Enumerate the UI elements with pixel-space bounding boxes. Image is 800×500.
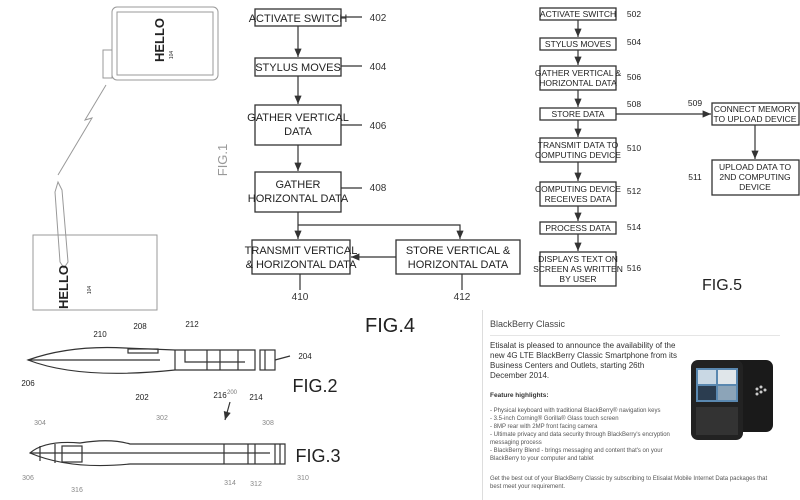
svg-text:514: 514 — [627, 222, 641, 232]
svg-text:214: 214 — [249, 393, 263, 402]
svg-text:410: 410 — [292, 292, 309, 303]
news-article: BlackBerry Classic Etisalat is pleased t… — [480, 310, 800, 500]
svg-text:TRANSMIT DATA TO: TRANSMIT DATA TO — [538, 140, 619, 150]
svg-text:2ND COMPUTING: 2ND COMPUTING — [719, 172, 790, 182]
divider — [490, 335, 780, 336]
features-heading: Feature highlights: — [490, 392, 549, 399]
svg-text:HORIZONTAL DATA: HORIZONTAL DATA — [539, 78, 617, 88]
svg-text:BY USER: BY USER — [559, 274, 596, 284]
svg-text:304: 304 — [34, 420, 46, 427]
svg-text:206: 206 — [21, 379, 35, 388]
svg-text:HORIZONTAL DATA: HORIZONTAL DATA — [248, 193, 349, 205]
svg-text:210: 210 — [93, 330, 107, 339]
svg-text:508: 508 — [627, 99, 641, 109]
svg-text:509: 509 — [688, 98, 702, 108]
svg-text:COMPUTING DEVICE: COMPUTING DEVICE — [535, 150, 621, 160]
fig2: 210 208 212 204 206 202 216 200 214 FIG.… — [21, 320, 338, 421]
svg-text:HORIZONTAL DATA: HORIZONTAL DATA — [408, 259, 509, 271]
svg-text:GATHER VERTICAL &: GATHER VERTICAL & — [535, 68, 622, 78]
svg-text:DATA: DATA — [284, 126, 312, 138]
fig3-label: FIG.3 — [295, 446, 340, 466]
svg-text:STYLUS MOVES: STYLUS MOVES — [255, 62, 341, 74]
svg-text:GATHER: GATHER — [275, 179, 320, 191]
fig5-flowchart: ACTIVATE SWITCH 502 STYLUS MOVES 504 GAT… — [533, 7, 800, 294]
tablet-device — [111, 6, 219, 81]
writing-surface — [32, 234, 158, 311]
svg-text:412: 412 — [454, 292, 471, 303]
feature-item: - Ultimate privacy and data security thr… — [490, 432, 670, 446]
svg-text:STORE VERTICAL &: STORE VERTICAL & — [406, 245, 511, 257]
svg-text:212: 212 — [185, 320, 199, 329]
svg-text:308: 308 — [262, 420, 274, 427]
phone-image — [691, 360, 773, 440]
svg-text:COMPUTING DEVICE: COMPUTING DEVICE — [535, 184, 621, 194]
article-title: BlackBerry Classic — [490, 319, 566, 329]
svg-text:202: 202 — [135, 393, 149, 402]
svg-text:406: 406 — [370, 121, 387, 132]
svg-text:STORE DATA: STORE DATA — [552, 109, 605, 119]
svg-text:316: 316 — [71, 487, 83, 494]
svg-text:306: 306 — [22, 475, 34, 482]
fig3: 304 302 308 306 316 314 312 310 FIG.3 — [22, 415, 340, 494]
feature-item: - Physical keyboard with traditional Bla… — [490, 408, 661, 414]
fig1-label: FIG.1 — [215, 144, 230, 177]
svg-text:404: 404 — [370, 62, 387, 73]
svg-text:408: 408 — [370, 183, 387, 194]
svg-text:310: 310 — [297, 475, 309, 482]
svg-text:GATHER VERTICAL: GATHER VERTICAL — [247, 112, 349, 124]
article-outro: Get the best out of your BlackBerry Clas… — [490, 476, 768, 490]
feature-item: - 3.5-inch Corning® Gorilla® Glass touch… — [490, 416, 619, 422]
svg-text:& HORIZONTAL DATA: & HORIZONTAL DATA — [246, 259, 357, 271]
svg-text:314: 314 — [224, 480, 236, 487]
svg-text:516: 516 — [627, 263, 641, 273]
wireless-signal — [57, 84, 107, 176]
svg-text:506: 506 — [627, 72, 641, 82]
feature-list: - Physical keyboard with traditional Bla… — [490, 407, 680, 463]
svg-text:UPLOAD DATA TO: UPLOAD DATA TO — [719, 162, 792, 172]
article-intro: Etisalat is pleased to announce the avai… — [490, 341, 678, 380]
stylus — [54, 180, 69, 269]
screen-text: HELLO — [152, 18, 167, 62]
svg-text:511: 511 — [688, 172, 702, 182]
feature-item: - BlackBerry Blend - brings messaging an… — [490, 448, 663, 462]
svg-text:SCREEN AS WRITTEN: SCREEN AS WRITTEN — [533, 264, 623, 274]
svg-text:TRANSMIT VERTICAL: TRANSMIT VERTICAL — [245, 245, 358, 257]
svg-text:502: 502 — [627, 9, 641, 19]
svg-text:204: 204 — [298, 352, 312, 361]
svg-text:PROCESS DATA: PROCESS DATA — [545, 223, 611, 233]
svg-text:402: 402 — [370, 13, 387, 24]
svg-text:312: 312 — [250, 481, 262, 488]
svg-text:504: 504 — [627, 37, 641, 47]
svg-text:208: 208 — [133, 322, 147, 331]
fig2-label: FIG.2 — [292, 376, 337, 396]
fig4-flowchart: ACTIVATE SWITCH 402 STYLUS MOVES 404 GAT… — [245, 8, 521, 337]
fig4-label: FIG.4 — [365, 315, 415, 337]
feature-item: - 8MP rear with 2MP front facing camera — [490, 424, 598, 430]
svg-text:STYLUS MOVES: STYLUS MOVES — [545, 39, 611, 49]
svg-text:104: 104 — [87, 286, 93, 295]
svg-text:DISPLAYS TEXT ON: DISPLAYS TEXT ON — [538, 254, 618, 264]
svg-text:512: 512 — [627, 186, 641, 196]
svg-text:HELLO: HELLO — [56, 265, 71, 309]
svg-text:RECEIVES DATA: RECEIVES DATA — [545, 194, 612, 204]
fig1: HELLO 104 HELLO 104 FIG.1 — [32, 6, 230, 311]
svg-text:200: 200 — [227, 390, 238, 396]
svg-text:ACTIVATE SWITCH: ACTIVATE SWITCH — [540, 9, 616, 19]
svg-text:CONNECT MEMORY: CONNECT MEMORY — [714, 104, 797, 114]
svg-text:ACTIVATE SWITCH: ACTIVATE SWITCH — [249, 13, 348, 25]
svg-text:302: 302 — [156, 415, 168, 422]
svg-text:DEVICE: DEVICE — [739, 182, 771, 192]
svg-text:510: 510 — [627, 143, 641, 153]
fig5-label: FIG.5 — [702, 277, 742, 294]
svg-text:TO UPLOAD DEVICE: TO UPLOAD DEVICE — [714, 114, 797, 124]
svg-text:216: 216 — [213, 391, 227, 400]
svg-text:104: 104 — [169, 51, 175, 60]
